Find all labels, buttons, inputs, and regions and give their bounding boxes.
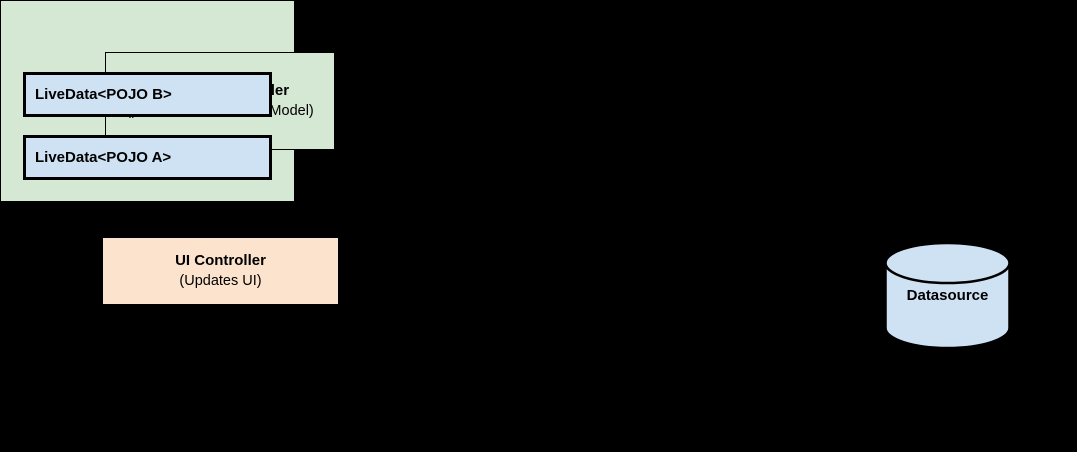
connector-ui-controller-to-livedata-b (339, 262, 477, 265)
node-livedata-pojo-a[interactable]: LiveData<POJO A> (23, 135, 272, 180)
arrowhead-into-livedata-b (477, 254, 492, 272)
ui-controller-subtitle: (Updates UI) (179, 273, 262, 289)
connector-ui-controller-to-livedata-a (339, 325, 477, 328)
datasource-label: Datasource (906, 287, 989, 304)
connector-livedata-a-to-datasource-dash-2 (761, 323, 766, 328)
node-viewmodel[interactable]: ViewModel LiveData<POJO B> LiveData<POJO… (0, 0, 577, 202)
cylinder-icon (884, 241, 1011, 350)
viewmodel-title: ViewModel (499, 10, 578, 27)
connector-livedata-b-to-datasource-dash-1 (751, 260, 756, 265)
connector-livedata-a-to-datasource-dash-1 (751, 323, 756, 328)
node-datasource[interactable]: Datasource (883, 241, 1012, 350)
arrowhead-into-livedata-a (477, 317, 492, 335)
ui-controller-title: UI Controller (175, 252, 266, 269)
connector-livedata-b-to-datasource-dash-2 (761, 260, 766, 265)
node-ui-controller[interactable]: UI Controller (Updates UI) (102, 237, 339, 305)
node-livedata-pojo-b[interactable]: LiveData<POJO B> (23, 72, 272, 117)
